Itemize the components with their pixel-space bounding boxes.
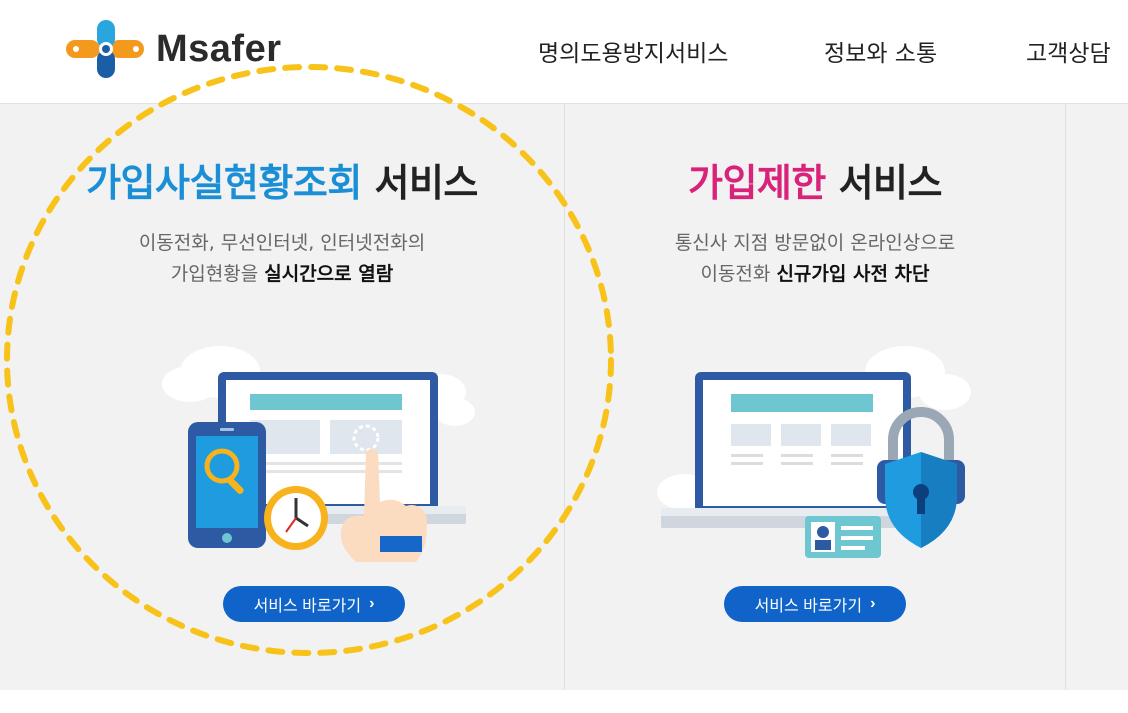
- panel-desc-line2-plain: 가입현황을: [170, 263, 265, 285]
- monitor-lock-shield-icon: [657, 346, 971, 558]
- nav-item-customer-support[interactable]: 고객상담: [1026, 41, 1111, 67]
- panel-title-rest: 서비스: [825, 161, 943, 205]
- panel-title-rest: 서비스: [361, 161, 479, 205]
- panel-title: 가입사실현황조회 서비스: [0, 152, 564, 207]
- panel-desc-line2: 가입현황을 실시간으로 열람: [0, 259, 564, 290]
- panel-desc-line2: 이동전화 신규가입 사전 차단: [565, 259, 1065, 290]
- service-shortcut-button[interactable]: 서비스 바로가기 ›: [724, 586, 906, 622]
- site-header: Msafer 명의도용방지서비스 정보와 소통 고객상담: [0, 0, 1128, 104]
- button-label: 서비스 바로가기: [754, 598, 863, 615]
- panel-title-highlight: 가입제한: [688, 161, 826, 205]
- panel-desc-line1: 이동전화, 무선인터넷, 인터넷전화의: [138, 232, 426, 254]
- panel-title: 가입제한 서비스: [565, 152, 1065, 207]
- button-label: 서비스 바로가기: [253, 598, 362, 615]
- chevron-right-icon: ›: [870, 595, 876, 612]
- panel-description: 통신사 지점 방문없이 온라인상으로 이동전화 신규가입 사전 차단: [565, 228, 1065, 290]
- panel-title-highlight: 가입사실현황조회: [86, 161, 362, 205]
- service-shortcut-button[interactable]: 서비스 바로가기 ›: [223, 586, 405, 622]
- panel-desc-line2-bold: 신규가입 사전 차단: [776, 263, 930, 285]
- panel-description: 이동전화, 무선인터넷, 인터넷전화의 가입현황을 실시간으로 열람: [0, 228, 564, 290]
- panel-desc-line2-plain: 이동전화: [700, 263, 777, 285]
- service-panel-subscription-inquiry: 가입사실현황조회 서비스 이동전화, 무선인터넷, 인터넷전화의 가입현황을 실…: [0, 104, 564, 690]
- service-panel-subscription-restriction: 가입제한 서비스 통신사 지점 방문없이 온라인상으로 이동전화 신규가입 사전…: [565, 104, 1065, 690]
- panel-divider: [1065, 104, 1066, 690]
- panel-desc-line2-bold: 실시간으로 열람: [264, 263, 394, 285]
- main-nav: 명의도용방지서비스 정보와 소통 고객상담: [0, 34, 1128, 70]
- nav-item-identity-theft-prevention[interactable]: 명의도용방지서비스: [538, 41, 729, 67]
- phone-search-clock-monitor-icon: [162, 346, 475, 562]
- service-panel-partial: [1066, 104, 1128, 690]
- page-footer-gap: [0, 690, 1128, 713]
- service-section: 가입사실현황조회 서비스 이동전화, 무선인터넷, 인터넷전화의 가입현황을 실…: [0, 104, 1128, 690]
- chevron-right-icon: ›: [369, 595, 375, 612]
- nav-item-info-communication[interactable]: 정보와 소통: [824, 41, 938, 67]
- panel-desc-line1: 통신사 지점 방문없이 온라인상으로: [674, 232, 956, 254]
- logo-text: Msafer: [156, 27, 282, 70]
